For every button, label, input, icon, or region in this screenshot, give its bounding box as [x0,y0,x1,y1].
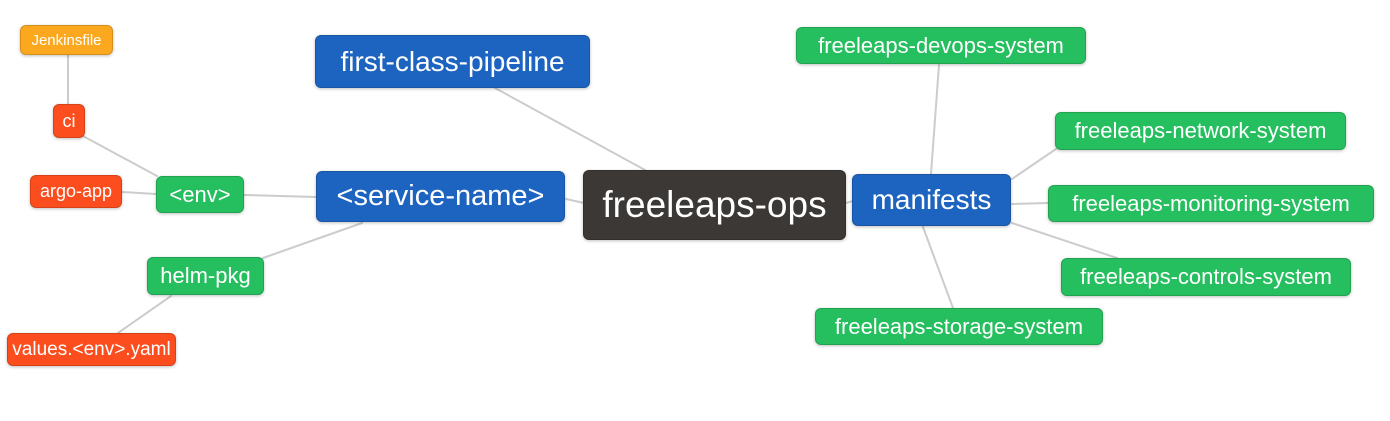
node-helm-pkg[interactable]: helm-pkg [147,257,264,295]
edge-pipeline-root [494,87,646,171]
edge-manifests-network [1011,148,1057,180]
edge-devops-manifests [930,64,940,175]
edge-manifests-controls [1011,222,1118,259]
node-freeleaps-network-system[interactable]: freeleaps-network-system [1055,112,1346,150]
node-first-class-pipeline[interactable]: first-class-pipeline [315,35,590,88]
edge-manifests-storage [922,226,954,309]
node-freeleaps-monitoring-system[interactable]: freeleaps-monitoring-system [1048,185,1374,222]
edge-root-manifests [845,200,854,204]
edge-env-service-name [243,194,317,198]
node-values-env-yaml[interactable]: values.<env>.yaml [7,333,176,366]
node-freeleaps-ops-root[interactable]: freeleaps-ops [583,170,846,240]
edge-manifests-monitoring [1011,202,1049,205]
node-argo-app[interactable]: argo-app [30,175,122,208]
node-ci[interactable]: ci [53,104,85,138]
node-freeleaps-storage-system[interactable]: freeleaps-storage-system [815,308,1103,345]
edge-service-name-root [565,198,585,204]
node-env[interactable]: <env> [156,176,244,213]
node-jenkinsfile[interactable]: Jenkinsfile [20,25,113,55]
edge-helm-pkg-service-name [262,222,363,259]
edge-values-helm-pkg [117,295,172,334]
node-freeleaps-devops-system[interactable]: freeleaps-devops-system [796,27,1086,64]
node-freeleaps-controls-system[interactable]: freeleaps-controls-system [1061,258,1351,296]
node-manifests[interactable]: manifests [852,174,1011,226]
edge-argo-app-env [121,191,157,195]
edge-ci-env [82,135,158,177]
node-service-name[interactable]: <service-name> [316,171,565,222]
